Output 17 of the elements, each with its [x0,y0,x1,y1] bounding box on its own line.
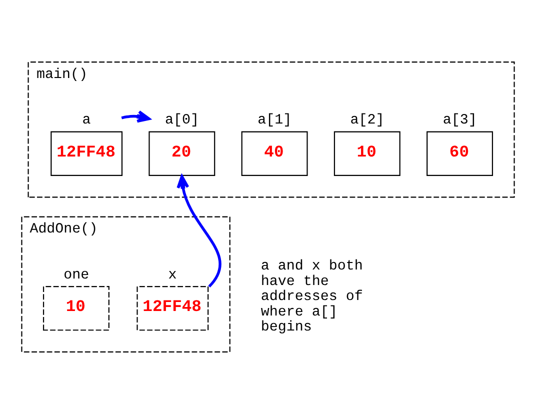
node-label: a[1] [258,112,292,129]
node-box: 12FF48 [136,286,209,331]
node-box: 10 [334,131,400,176]
node-label: a[2] [350,112,384,129]
node-label: a[3] [442,112,477,129]
node-box: 40 [241,131,308,176]
node-box: 10 [42,286,110,331]
label: a and x both have the addresses of where a[] begins [260,258,363,336]
node-box: 60 [426,131,494,176]
node-label: x [168,267,177,284]
node-label: a[0] [165,112,200,129]
node-label: one [64,267,90,284]
arrow [121,110,150,123]
node-box: 12FF48 [50,131,123,176]
arrow [176,175,222,288]
node-box: 20 [148,131,216,176]
node-label: a [82,112,91,129]
